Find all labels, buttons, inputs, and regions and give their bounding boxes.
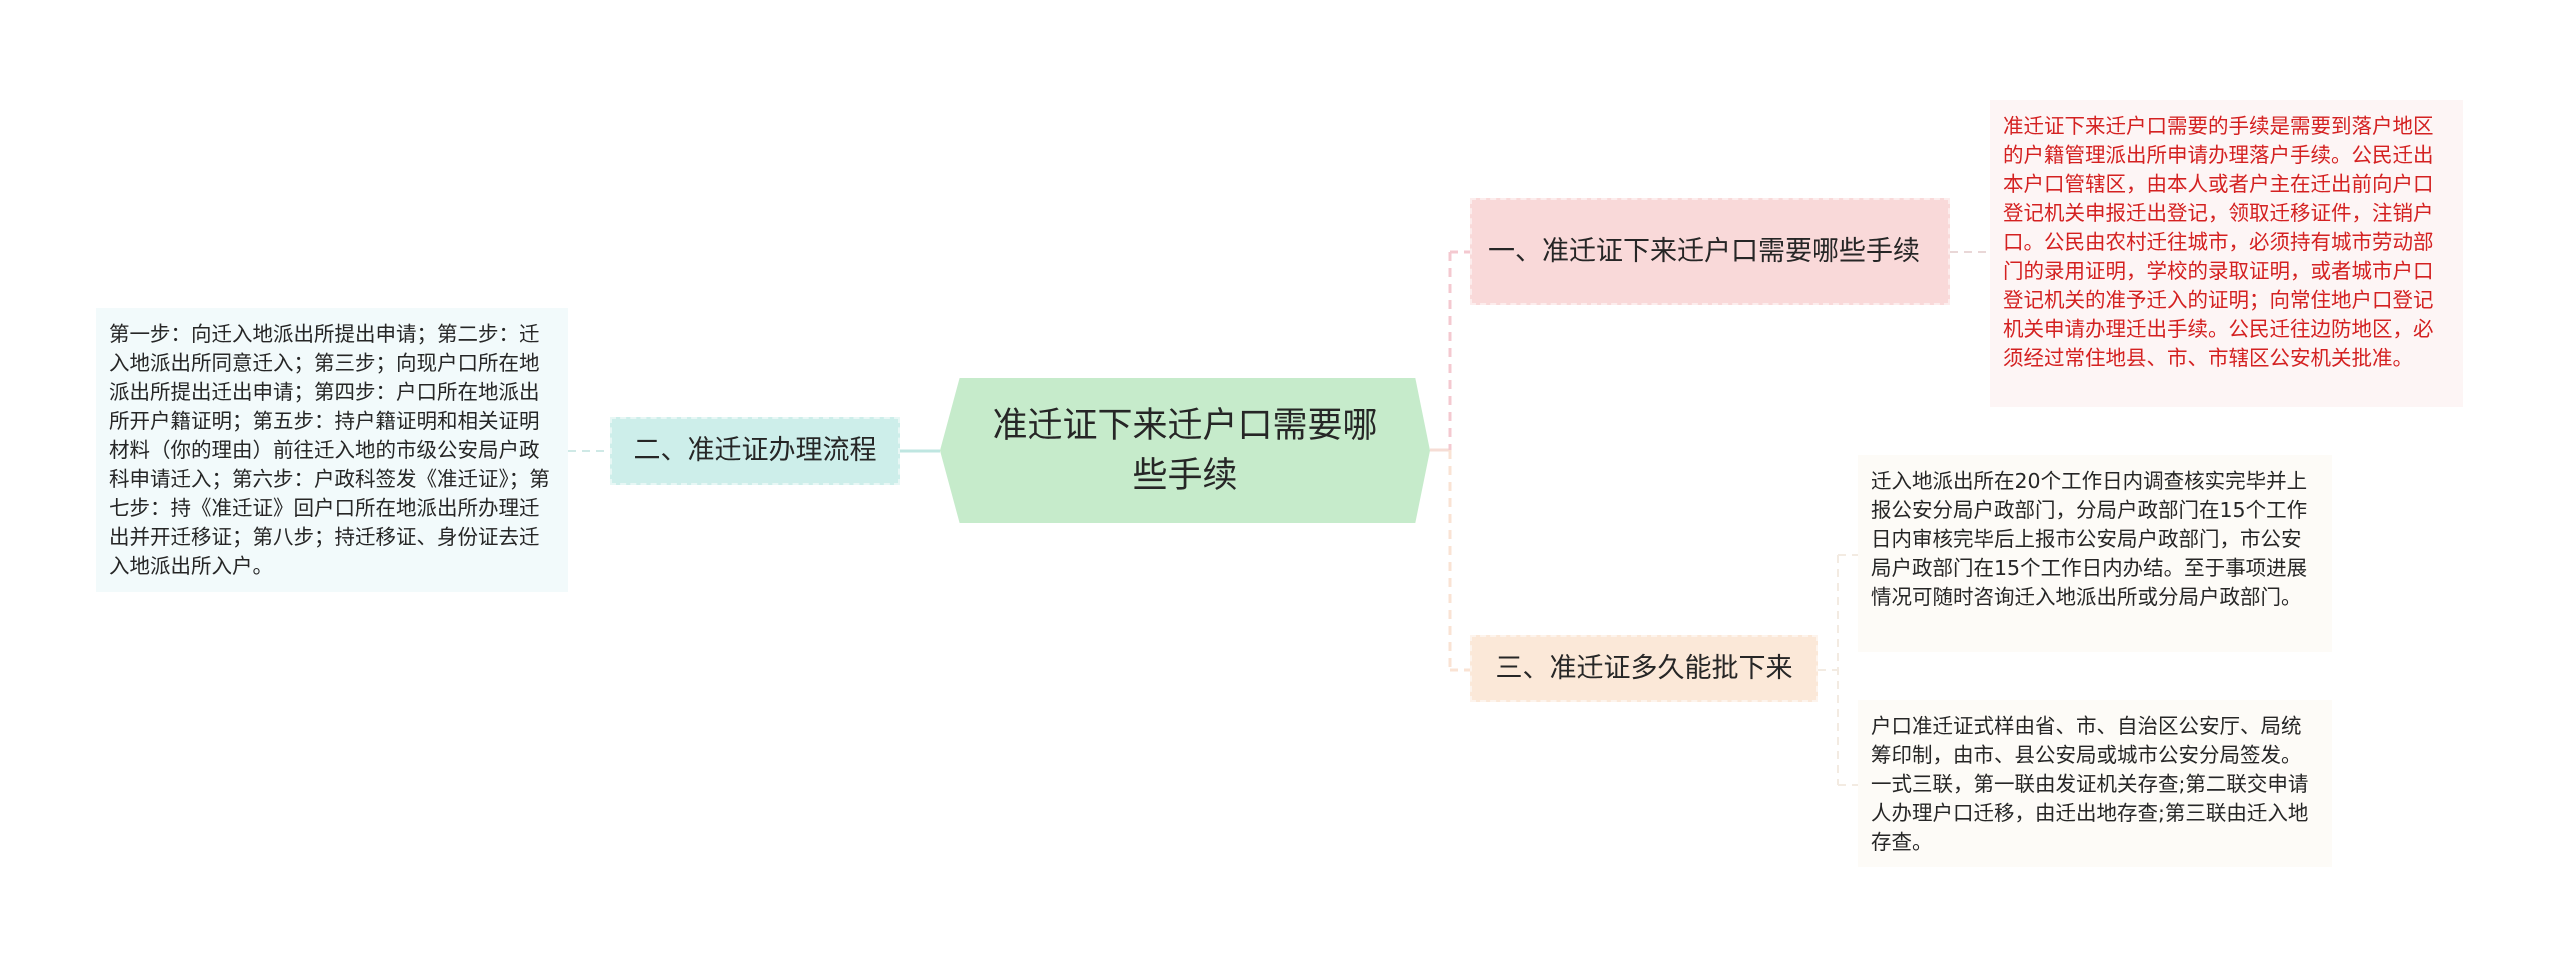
leaf-node-branch3-format[interactable]: 户口准迁证式样由省、市、自治区公安厅、局统筹印制，由市、县公安局或城市公安分局签… [1858, 700, 2332, 867]
branch-node-1[interactable]: 一、准迁证下来迁户口需要哪些手续 [1470, 198, 1950, 305]
leaf-node-branch1-detail[interactable]: 准迁证下来迁户口需要的手续是需要到落户地区的户籍管理派出所申请办理落户手续。公民… [1990, 100, 2463, 407]
leaf-text: 迁入地派出所在20个工作日内调查核实完毕并上报公安分局户政部门，分局户政部门在1… [1871, 469, 2308, 609]
branch-node-2[interactable]: 二、准迁证办理流程 [610, 417, 900, 485]
branch-node-3[interactable]: 三、准迁证多久能批下来 [1470, 635, 1818, 702]
branch-2-label: 二、准迁证办理流程 [633, 435, 877, 466]
leaf-text: 户口准迁证式样由省、市、自治区公安厅、局统筹印制，由市、县公安局或城市公安分局签… [1871, 714, 2309, 854]
central-topic-label: 准迁证下来迁户口需要哪些手续 [992, 405, 1378, 496]
central-topic-node[interactable]: 准迁证下来迁户口需要哪些手续 [940, 378, 1430, 523]
leaf-node-branch2-steps[interactable]: 第一步：向迁入地派出所提出申请；第二步：迁入地派出所同意迁入；第三步；向现户口所… [96, 308, 568, 592]
leaf-text: 准迁证下来迁户口需要的手续是需要到落户地区的户籍管理派出所申请办理落户手续。公民… [2003, 114, 2434, 370]
branch-1-label: 一、准迁证下来迁户口需要哪些手续 [1488, 235, 1920, 267]
branch-3-label: 三、准迁证多久能批下来 [1495, 652, 1793, 684]
leaf-text: 第一步：向迁入地派出所提出申请；第二步：迁入地派出所同意迁入；第三步；向现户口所… [109, 322, 550, 578]
leaf-node-branch3-timeline[interactable]: 迁入地派出所在20个工作日内调查核实完毕并上报公安分局户政部门，分局户政部门在1… [1858, 455, 2332, 652]
